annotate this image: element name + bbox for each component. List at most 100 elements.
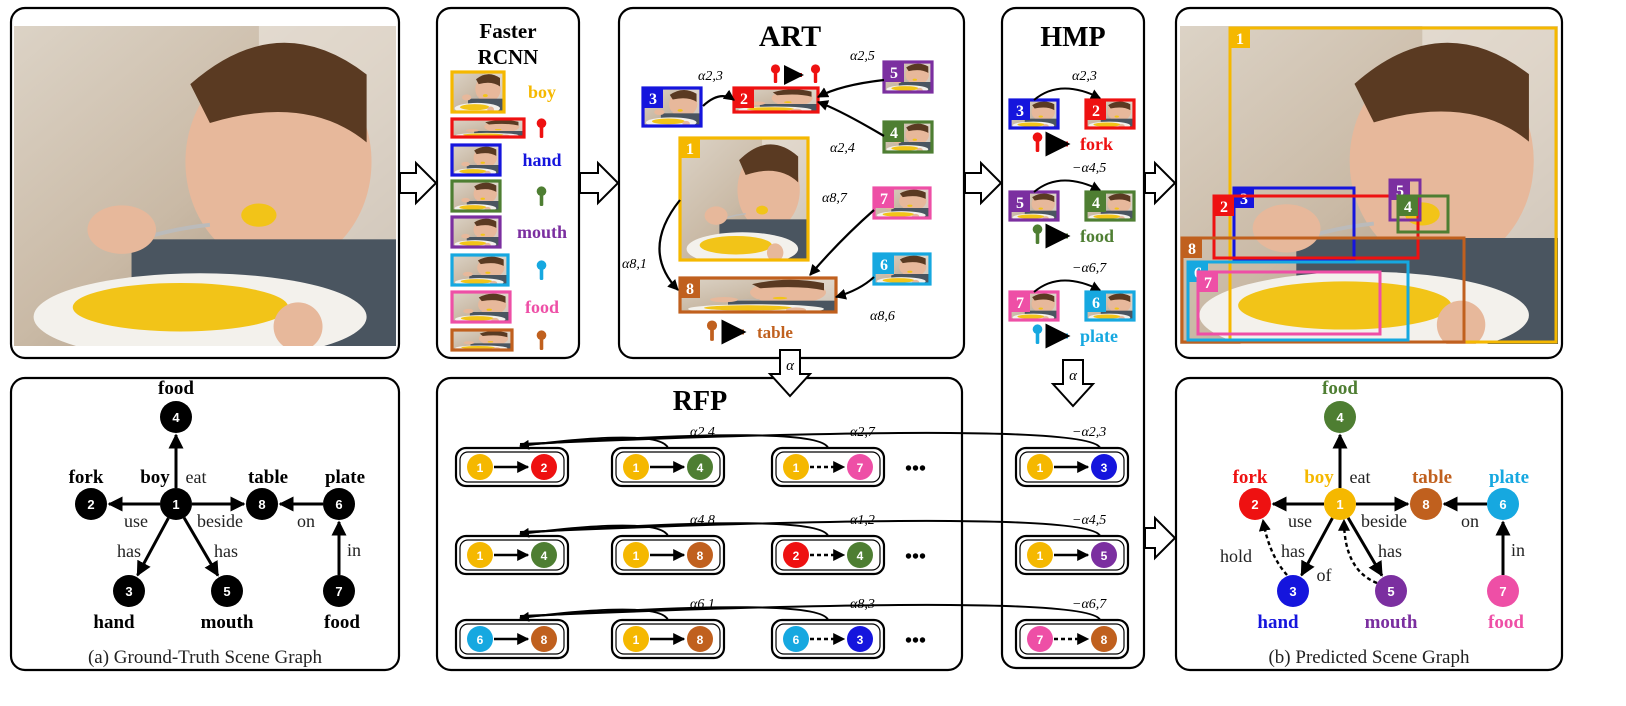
art-alpha-2-4: α2,4 bbox=[830, 141, 855, 156]
graph-node-6 bbox=[323, 488, 355, 520]
node-id: 4 bbox=[172, 410, 180, 425]
rcnn-detection-4 bbox=[450, 179, 502, 213]
art-alpha-8-6: α8,6 bbox=[870, 309, 895, 324]
thumbnail-image bbox=[452, 119, 524, 137]
art-box-2: 2 bbox=[732, 86, 820, 114]
box-number: 7 bbox=[1204, 275, 1212, 292]
node-id: 7 bbox=[1499, 584, 1506, 599]
graph-node-3 bbox=[113, 575, 145, 607]
node-label: 8 bbox=[541, 633, 548, 647]
box-number: 2 bbox=[740, 91, 748, 108]
graph-node-3 bbox=[1277, 575, 1309, 607]
node-name: food bbox=[324, 612, 360, 633]
node-name: hand bbox=[93, 612, 135, 633]
art-edge-4-2 bbox=[816, 100, 885, 137]
node-label: 4 bbox=[541, 549, 548, 563]
node-label: 3 bbox=[1101, 461, 1108, 475]
pred-caption: (b) Predicted Scene Graph bbox=[1268, 647, 1470, 668]
box-number: 4 bbox=[1404, 199, 1412, 216]
box-number: 3 bbox=[649, 91, 657, 108]
node-label: 1 bbox=[477, 461, 484, 475]
rcnn-detection-3 bbox=[450, 143, 502, 177]
node-label: 8 bbox=[697, 633, 704, 647]
node-name: boy bbox=[140, 467, 170, 488]
rfp-title: RFP bbox=[673, 386, 727, 417]
faster-rcnn-title-1: Faster bbox=[479, 19, 536, 43]
edge-label: hold bbox=[1220, 546, 1252, 566]
art-down-alpha: α bbox=[786, 358, 795, 374]
hmp-box-3: 3 bbox=[1008, 98, 1060, 130]
node-id: 5 bbox=[1387, 584, 1394, 599]
node-label: 8 bbox=[1101, 633, 1108, 647]
box-number: 1 bbox=[1236, 31, 1244, 48]
hmp-alpha: −α6,7 bbox=[1072, 597, 1107, 612]
art-title: ART bbox=[759, 20, 821, 53]
hmp-down-alpha: α bbox=[1069, 368, 1078, 384]
box-number: 6 bbox=[1092, 295, 1100, 312]
node-name: fork bbox=[69, 467, 104, 488]
node-label: 1 bbox=[477, 549, 484, 563]
rfp-ellipsis: ••• bbox=[905, 630, 926, 652]
node-name: food bbox=[1322, 378, 1358, 399]
graph-node-1 bbox=[1324, 488, 1356, 520]
node-label: 6 bbox=[477, 633, 484, 647]
edge-label: of bbox=[1317, 565, 1332, 585]
graph-node-5 bbox=[1375, 575, 1407, 607]
flow-arrow-2 bbox=[579, 160, 620, 206]
art-predicate-table: table bbox=[706, 319, 793, 345]
thumbnail-image bbox=[452, 145, 500, 175]
gt-caption: (a) Ground-Truth Scene Graph bbox=[88, 647, 323, 668]
hmp-box-6: 6 bbox=[1084, 290, 1136, 322]
flow-arrow-5 bbox=[1144, 515, 1177, 561]
thumbnail-image bbox=[452, 292, 510, 322]
graph-edge-hold bbox=[1258, 518, 1288, 576]
rfp-alpha: α2,7 bbox=[850, 425, 876, 440]
node-id: 7 bbox=[335, 584, 342, 599]
hmp-panel bbox=[1000, 6, 1146, 670]
art-box-6: 6 bbox=[872, 252, 932, 286]
node-label: 4 bbox=[857, 549, 864, 563]
node-name: fork bbox=[1233, 467, 1268, 488]
node-id: 1 bbox=[1336, 497, 1343, 512]
rcnn-detection-1 bbox=[450, 70, 506, 114]
node-label: 4 bbox=[697, 461, 704, 475]
rfp-alpha: α6,1 bbox=[690, 597, 715, 612]
rcnn-detection-5 bbox=[450, 215, 502, 249]
node-name: plate bbox=[325, 467, 365, 488]
node-label: 1 bbox=[633, 633, 640, 647]
node-id: 2 bbox=[87, 497, 94, 512]
flow-arrow-3 bbox=[964, 160, 1003, 206]
edge-label: has bbox=[117, 541, 141, 561]
hmp-title: HMP bbox=[1040, 22, 1105, 53]
rcnn-detection-8 bbox=[450, 328, 514, 352]
rfp-alpha: α4,8 bbox=[690, 513, 715, 528]
graph-node-4 bbox=[1324, 401, 1356, 433]
box-number: 6 bbox=[880, 257, 888, 274]
rfp-ellipsis: ••• bbox=[905, 546, 926, 568]
node-label: 2 bbox=[541, 461, 548, 475]
hmp-alpha: −α4,5 bbox=[1072, 161, 1106, 176]
edge-label: in bbox=[1511, 540, 1525, 560]
art-alpha-8-1: α8,1 bbox=[622, 257, 647, 272]
hmp-alpha: −α4,5 bbox=[1072, 513, 1106, 528]
edge-label: eat bbox=[186, 467, 207, 487]
box-number: 4 bbox=[890, 125, 898, 142]
hmp-down-arrow bbox=[1050, 359, 1096, 408]
graph-edge bbox=[182, 517, 220, 577]
rcnn-label: mouth bbox=[517, 222, 567, 242]
thumbnail-image bbox=[452, 217, 500, 247]
